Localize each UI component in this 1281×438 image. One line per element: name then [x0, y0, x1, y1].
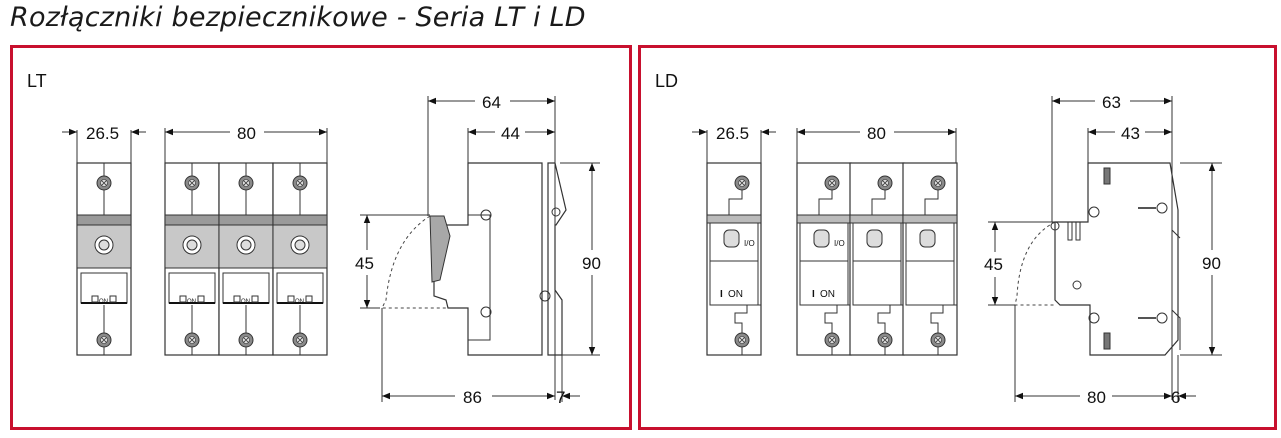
lt-three-pole-front [165, 163, 327, 355]
lt-dimensions: 26.5 80 64 44 45 90 86 7 [62, 93, 601, 407]
ld-dim-rail-offset: 6 [1171, 388, 1180, 407]
on-label: ON [99, 299, 108, 305]
page-title: Rozłączniki bezpiecznikowe - Seria LT i … [10, 2, 586, 33]
on-label: ON [295, 299, 304, 305]
lt-dim-single-width: 26.5 [86, 124, 119, 143]
on-label: ON [728, 289, 743, 300]
panel-lt-label: LT [27, 71, 47, 91]
lt-dim-depth-total: 64 [482, 93, 501, 112]
switch-symbol: I/O [834, 239, 845, 248]
ld-dim-single-width: 26.5 [716, 124, 749, 143]
ld-dim-depth-total: 63 [1102, 93, 1121, 112]
lt-dim-depth-body: 44 [501, 124, 520, 143]
ld-dim-open-depth: 80 [1087, 388, 1106, 407]
on-label: ON [187, 299, 196, 305]
lt-dim-handle-height: 45 [355, 254, 374, 273]
lt-side-view [381, 162, 567, 356]
ld-single-pole-front [707, 163, 761, 355]
on-symbol: I [812, 289, 815, 300]
ld-dim-triple-width: 80 [867, 124, 886, 143]
lt-single-pole-front [77, 163, 131, 355]
ld-dim-height: 90 [1202, 254, 1221, 273]
lt-dim-triple-width: 80 [237, 124, 256, 143]
panel-lt [10, 45, 632, 430]
panel-ld-label: LD [655, 71, 679, 91]
lt-dim-height: 90 [582, 254, 601, 273]
ld-three-pole-front [797, 163, 957, 355]
switch-symbol: I/O [744, 239, 755, 248]
ld-side-view [1014, 162, 1181, 356]
ld-dim-depth-body: 43 [1121, 124, 1140, 143]
panel-ld [638, 45, 1277, 430]
lt-dim-rail-offset: 7 [556, 388, 565, 407]
lt-dim-open-depth: 86 [463, 388, 482, 407]
on-label: ON [241, 299, 250, 305]
on-label: ON [820, 289, 835, 300]
on-symbol: I [720, 289, 723, 300]
ld-dim-handle-height: 45 [984, 255, 1003, 274]
ld-dimensions: 26.5 80 63 43 45 90 80 6 [692, 93, 1222, 407]
